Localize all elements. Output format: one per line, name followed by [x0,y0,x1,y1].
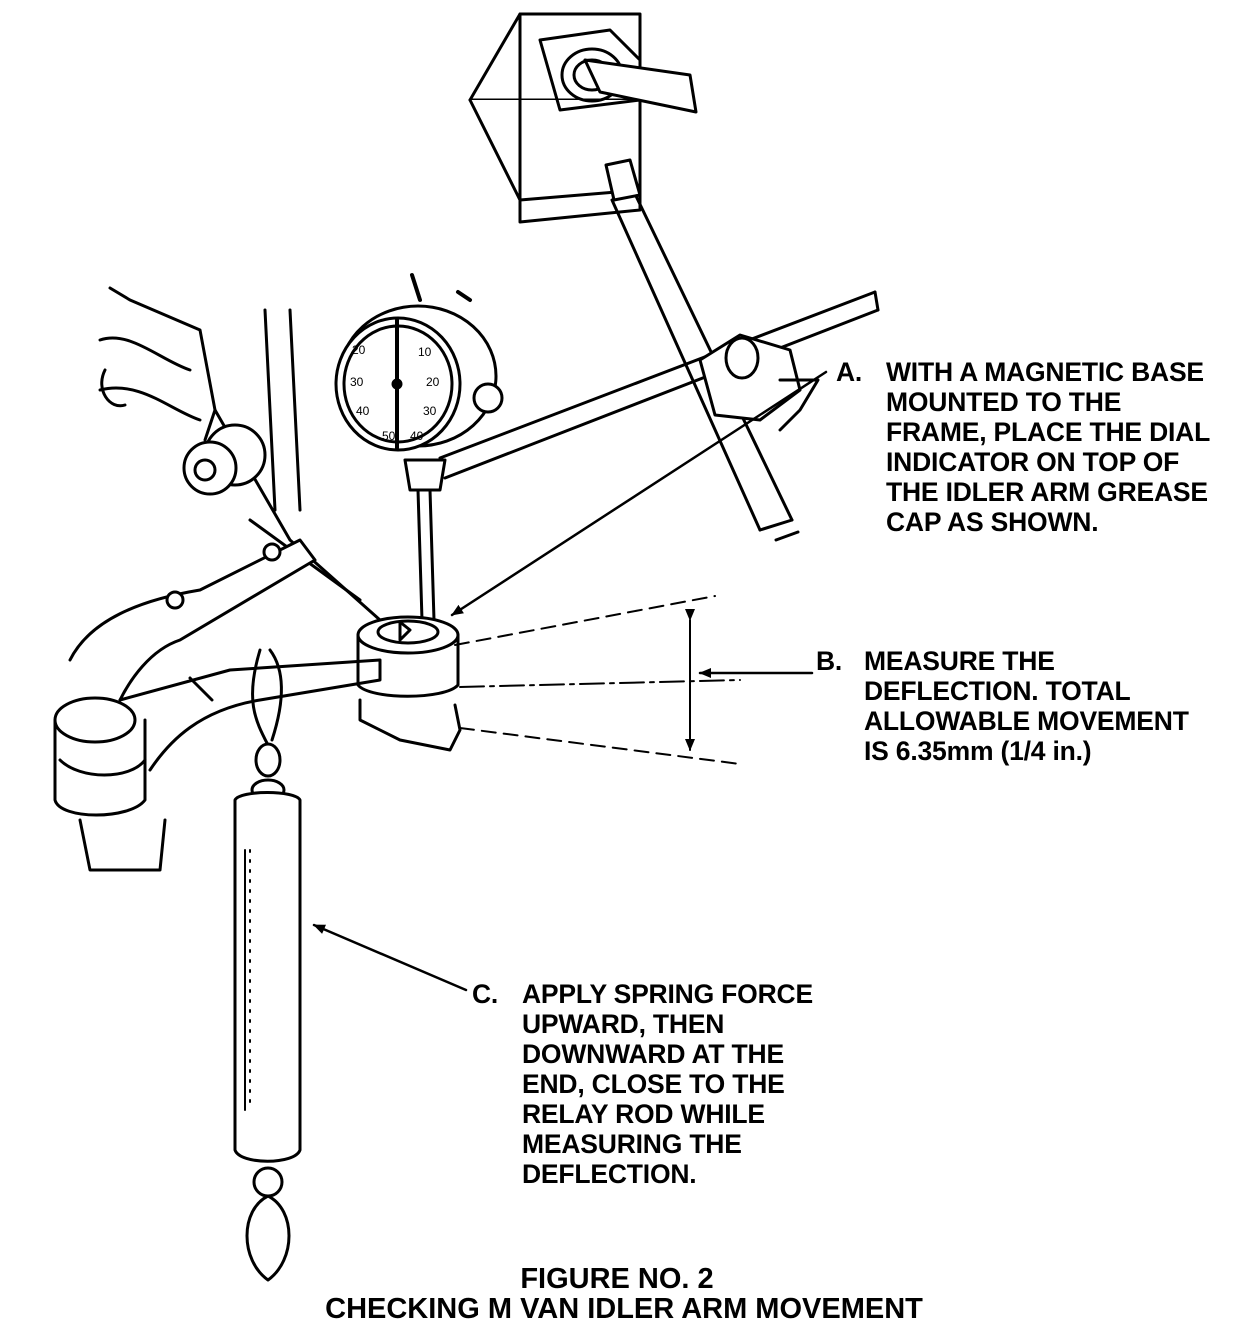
leader-arrows [312,370,828,992]
callout-b-line: IS 6.35mm (1/4 in.) [864,736,1092,766]
spring-scale [233,648,302,1282]
callout-b-line: DEFLECTION. TOTAL [864,676,1131,706]
callout-c-line: RELAY ROD WHILE [522,1099,765,1129]
indicator-arm [438,290,880,480]
callout-b-line: MEASURE THE [864,646,1055,676]
callout-c-line: DOWNWARD AT THE [522,1039,784,1069]
callout-a-line: MOUNTED TO THE [886,387,1122,417]
dial-number: 20 [426,375,440,389]
callout-a-text: WITH A MAGNETIC BASE MOUNTED TO THE FRAM… [886,357,1210,537]
magnetic-base [468,12,698,224]
idler-arm [68,538,382,772]
callout-b-line: ALLOWABLE MOVEMENT [864,706,1189,736]
figure-number: FIGURE NO. 2 [520,1263,714,1295]
callout-b-text: MEASURE THE DEFLECTION. TOTAL ALLOWABLE … [864,646,1189,766]
callout-a-line: FRAME, PLACE THE DIAL [886,417,1211,447]
dial-number: 30 [423,404,437,418]
vehicle-frame [98,286,382,622]
callout-c-letter: C. [472,979,499,1009]
rod-clamp [698,333,820,432]
callout-c-line: END, CLOSE TO THE [522,1069,785,1099]
dial-face-numbers: 20 30 40 50 10 20 30 40 [350,343,440,443]
callout-c-line: APPLY SPRING FORCE [522,979,813,1009]
figure-caption: FIGURE NO. 2 CHECKING M VAN IDLER ARM MO… [0,1264,1248,1324]
mounting-nut [182,423,267,496]
dial-number: 50 [382,429,396,443]
deflection-guides [454,595,741,765]
callout-a-letter: A. [836,357,863,387]
grease-cap [356,615,462,752]
dial-number: 40 [356,404,370,418]
callout-a-line: CAP AS SHOWN. [886,507,1099,537]
callout-b-letter: B. [816,646,843,676]
dial-number: 20 [352,343,366,357]
dial-number: 40 [410,429,424,443]
relay-rod-end [53,696,167,872]
callout-a-line: INDICATOR ON TOP OF [886,447,1180,477]
callout-c-text: APPLY SPRING FORCE UPWARD, THEN DOWNWARD… [522,979,813,1189]
callout-c-line: DEFLECTION. [522,1159,697,1189]
dial-indicator [334,273,504,622]
figure-title: CHECKING M VAN IDLER ARM MOVEMENT [325,1293,923,1325]
callout-c-line: MEASURING THE [522,1129,742,1159]
callout-c-line: UPWARD, THEN [522,1009,725,1039]
dial-number: 10 [418,345,432,359]
callout-a-line: WITH A MAGNETIC BASE [886,357,1204,387]
dial-number: 30 [350,375,364,389]
callout-a-line: THE IDLER ARM GREASE [886,477,1208,507]
